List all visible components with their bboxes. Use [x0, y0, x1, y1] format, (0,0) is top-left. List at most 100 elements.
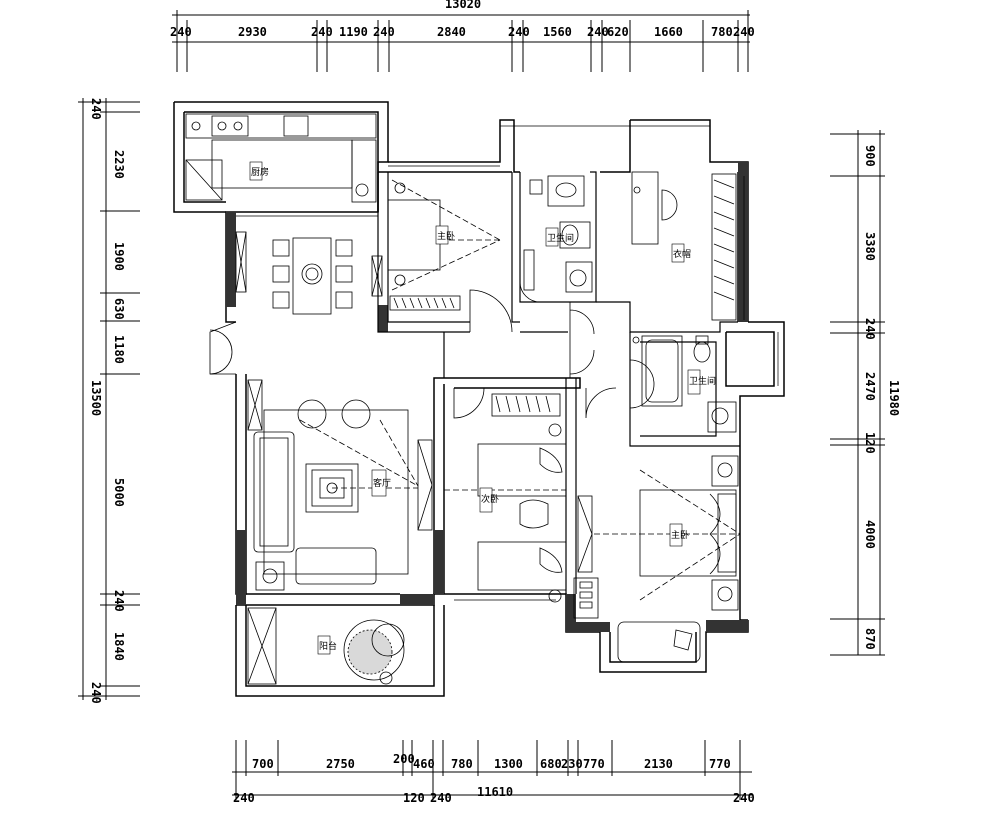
bottom-dim-3: 460 — [413, 757, 435, 771]
bedroom-2-furniture — [444, 393, 567, 603]
north-bedroom-furniture — [371, 179, 501, 311]
left-dimension-chain — [78, 98, 140, 700]
left-total-dimension: 13500 — [89, 380, 103, 416]
living-room-label-box — [371, 469, 387, 497]
kitchen-label: 厨房 — [251, 166, 269, 178]
bottom-dim-5: 1300 — [494, 757, 523, 771]
balcony-label-box — [317, 635, 331, 655]
top-dim-7: 1560 — [543, 25, 572, 39]
left-dim-2: 1900 — [112, 242, 126, 271]
right-dim-4: 120 — [863, 432, 877, 454]
top-total-dimension: 13020 — [445, 0, 481, 11]
sink-icon — [283, 115, 309, 137]
wall-hatching — [226, 162, 748, 632]
left-dim-5: 5000 — [112, 478, 126, 507]
top-dim-2: 240 — [311, 25, 333, 39]
right-dimension-labels: 900 3380 240 2470 120 4000 870 11980 — [863, 145, 901, 650]
left-dim-8: 240 — [89, 682, 103, 704]
top-dim-4: 240 — [373, 25, 395, 39]
left-dim-4: 1180 — [112, 335, 126, 364]
bottom-dim-7: 230 — [561, 757, 583, 771]
right-dim-6: 870 — [863, 628, 877, 650]
left-dim-3: 630 — [112, 298, 126, 320]
dining-cabinet — [235, 231, 247, 293]
top-dim-0: 240 — [170, 25, 192, 39]
right-dim-3: 2470 — [863, 372, 877, 401]
bottom-dim-10: 770 — [709, 757, 731, 771]
bottom-dimension-chain — [232, 740, 752, 800]
left-dim-6: 240 — [112, 590, 126, 612]
bottom-dim-0: 700 — [252, 757, 274, 771]
bathtub-icon — [641, 335, 683, 407]
left-dimension-labels: 240 2230 1900 630 1180 13500 5000 240 18… — [89, 98, 126, 704]
top-dim-8: 240 — [587, 25, 609, 39]
bedroom-3-furniture — [573, 455, 741, 663]
cloakroom-label: 衣帽 — [673, 248, 691, 260]
living-room-furniture — [247, 379, 433, 591]
living-room-label: 客厅 — [373, 477, 391, 489]
doors — [209, 281, 655, 419]
top-dim-11: 780 — [711, 25, 733, 39]
bottom-dim-4: 780 — [451, 757, 473, 771]
balcony-label: 阳台 — [319, 640, 337, 652]
toilet-2-icon — [693, 341, 711, 363]
sofa-icon — [253, 431, 295, 553]
exterior-walls — [173, 101, 785, 697]
windows — [236, 125, 779, 601]
left-dim-1: 2230 — [112, 150, 126, 179]
squat-toilet-icon — [547, 175, 585, 207]
bathroom-1-label: 卫生间 — [547, 232, 574, 244]
right-dim-0: 900 — [863, 145, 877, 167]
bottom-dim-1: 2750 — [326, 757, 355, 771]
bottom-edge-dim-0: 240 — [233, 791, 255, 805]
bedroom-2-label-box — [479, 487, 493, 513]
bottom-dimension-labels: 700 2750 200 460 780 1300 680 230 770 21… — [233, 752, 755, 805]
master-bedroom-label-box — [435, 225, 449, 245]
right-dimension-chain — [830, 130, 885, 656]
bottom-edge-dim-2: 240 — [430, 791, 452, 805]
armchair-icon — [297, 399, 327, 429]
cloakroom-label-box — [671, 243, 685, 263]
right-total-dimension: 11980 — [887, 380, 901, 416]
top-dimension-labels: 13020 240 2930 240 1190 240 2840 240 156… — [170, 0, 755, 39]
bathroom-2-label-box — [687, 369, 701, 395]
kitchen-fixtures — [185, 113, 377, 203]
bedroom-2-label: 次卧 — [481, 493, 499, 505]
bathroom-1-fixtures — [523, 175, 593, 293]
bottom-dim-9: 2130 — [644, 757, 673, 771]
balcony-furniture — [247, 607, 434, 687]
right-dim-5: 4000 — [863, 520, 877, 549]
top-dim-1: 2930 — [238, 25, 267, 39]
stove-icon — [211, 115, 249, 137]
kitchen-label-box — [249, 161, 263, 181]
top-dim-10: 1660 — [654, 25, 683, 39]
top-dim-9: 620 — [607, 25, 629, 39]
right-dim-2: 240 — [863, 318, 877, 340]
bottom-dim-8: 770 — [583, 757, 605, 771]
bottom-total-dimension: 11610 — [477, 785, 513, 799]
bathroom-2-label: 卫生间 — [689, 375, 716, 387]
bottom-dim-2: 200 — [393, 752, 415, 766]
bedroom-3-label-box — [669, 523, 683, 547]
bathroom-1-label-box — [545, 227, 559, 247]
master-bedroom-label: 主卧 — [437, 230, 455, 242]
round-table-icon — [343, 619, 405, 681]
top-dim-12: 240 — [733, 25, 755, 39]
dining-table — [272, 237, 353, 315]
top-dim-3: 1190 — [339, 25, 368, 39]
bathtub-2-icon — [617, 621, 701, 663]
left-dim-0: 240 — [89, 98, 103, 120]
top-dim-5: 2840 — [437, 25, 466, 39]
top-dimension-chain — [172, 10, 750, 72]
bottom-edge-dim-3: 240 — [733, 791, 755, 805]
cloakroom-fixtures — [631, 171, 737, 321]
toilet-icon — [559, 221, 591, 249]
bottom-edge-dim-1: 120 — [403, 791, 425, 805]
right-dim-1: 3380 — [863, 232, 877, 261]
bedroom-3-label: 主卧 — [671, 529, 689, 541]
top-dim-6: 240 — [508, 25, 530, 39]
left-dim-7: 1840 — [112, 632, 126, 661]
bottom-dim-6: 680 — [540, 757, 562, 771]
bathroom-2-fixtures — [632, 335, 737, 433]
